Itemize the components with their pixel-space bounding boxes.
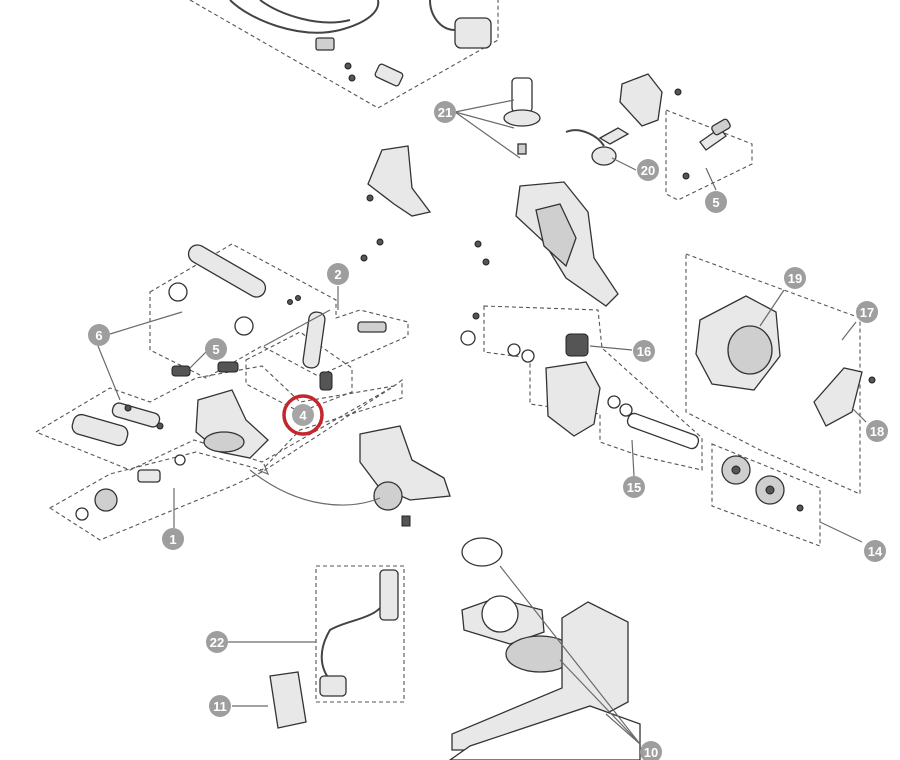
callout-17: 17 [856, 301, 878, 323]
callout-11: 11 [209, 695, 231, 717]
callout-label: 4 [299, 408, 307, 423]
callout-badge [623, 476, 645, 498]
callout-label: 11 [213, 699, 227, 714]
callout-1: 1 [162, 528, 184, 550]
callout-label: 18 [870, 424, 884, 439]
callout-layer: 21 20 5 2 6 5 4 1 19 17 16 18 15 14 22 11 10 [88, 101, 888, 760]
callout-badge [864, 540, 886, 562]
callout-badge [205, 338, 227, 360]
callout-badge [327, 263, 349, 285]
callout-label: 16 [637, 344, 651, 359]
callout-badge [640, 741, 662, 760]
callout-label: 22 [210, 635, 224, 650]
callout-5: 5 [205, 338, 227, 360]
leader-lines [97, 99, 867, 745]
callout-4-selected: 4 [282, 394, 324, 436]
callout-badge [633, 340, 655, 362]
callout-badge [292, 404, 314, 426]
callout-2: 2 [327, 263, 349, 285]
callout-label: 14 [868, 544, 883, 559]
callout-badge [866, 420, 888, 442]
group-outlines [34, 0, 861, 703]
callout-label: 6 [95, 328, 102, 343]
callout-label: 5 [712, 195, 719, 210]
callout-badge [856, 301, 878, 323]
callout-badge [162, 528, 184, 550]
callout-15: 15 [623, 476, 645, 498]
callout-19: 19 [784, 267, 806, 289]
callout-label: 1 [169, 532, 176, 547]
callout-label: 5 [212, 342, 219, 357]
callout-5: 5 [705, 191, 727, 213]
callout-14: 14 [864, 540, 886, 562]
callout-label: 17 [860, 305, 874, 320]
callout-badge [209, 695, 231, 717]
callout-label: 19 [788, 271, 802, 286]
callout-label: 20 [641, 163, 655, 178]
callout-badge [434, 101, 456, 123]
part-illustrations [71, 0, 876, 760]
callout-badge [88, 324, 110, 346]
callout-badge [705, 191, 727, 213]
callout-22: 22 [206, 631, 228, 653]
callout-badge [206, 631, 228, 653]
callout-10: 10 [640, 741, 662, 760]
callout-badge [784, 267, 806, 289]
callout-label: 21 [438, 105, 452, 120]
callout-6: 6 [88, 324, 110, 346]
callout-20: 20 [637, 159, 659, 181]
callout-label: 10 [644, 745, 658, 760]
selection-ring [282, 394, 324, 436]
callout-badge [637, 159, 659, 181]
callout-label: 2 [334, 267, 341, 282]
callout-18: 18 [866, 420, 888, 442]
callout-21: 21 [434, 101, 456, 123]
callout-16: 16 [633, 340, 655, 362]
callout-label: 15 [627, 480, 641, 495]
